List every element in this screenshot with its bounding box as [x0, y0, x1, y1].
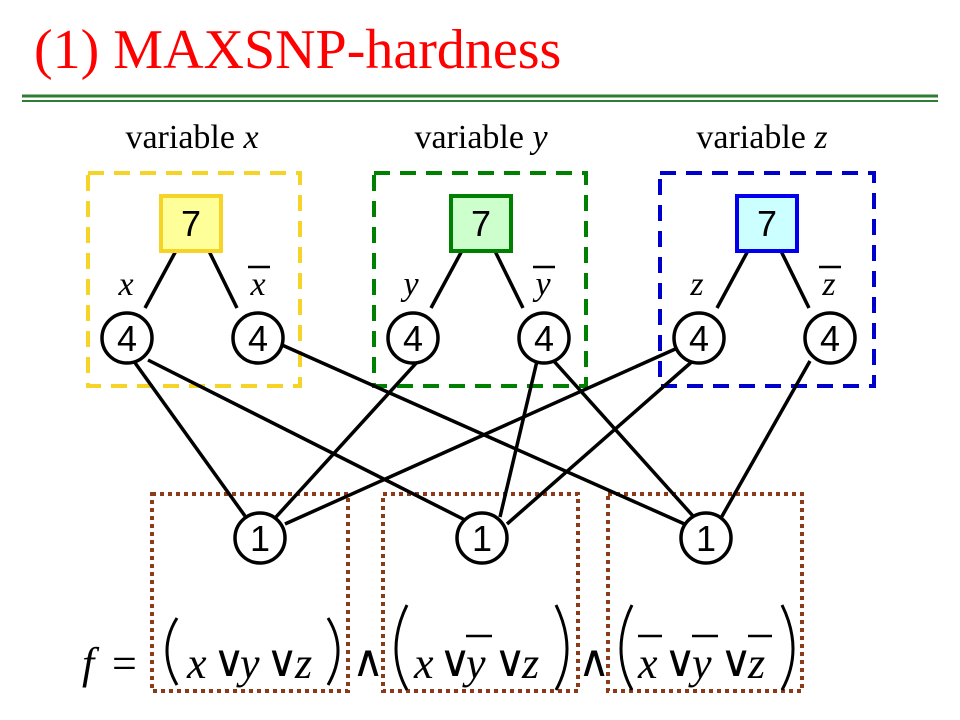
page-title: (1) MAXSNP-hardness [34, 19, 562, 81]
clause-node-3: 1 [679, 511, 733, 565]
root-x-weight: 7 [181, 203, 201, 244]
formula-f: f [82, 639, 100, 688]
formula-and-2: ∧ [578, 637, 610, 686]
edge-x-to-clause1 [131, 358, 247, 518]
clause3-or-1: ∨ [664, 637, 696, 686]
root-node-y: 7 [449, 194, 513, 253]
root-z-weight: 7 [757, 203, 777, 244]
variable-y-header: variable y [414, 119, 548, 156]
clause2-left-paren [394, 604, 409, 691]
formula-and-1: ∧ [352, 637, 384, 686]
formula: f = x ∨ y ∨ z ∧ x ∨ y ∨ z ∧ x ∨ y ∨ z [82, 604, 795, 691]
variable-z-box [658, 171, 876, 388]
literal-noty-label: y [532, 266, 551, 303]
clause-2-box [381, 492, 580, 693]
edge-z-to-clause2 [505, 357, 697, 526]
clause-node-1: 1 [233, 511, 287, 565]
clause1-lit-z: z [294, 639, 312, 688]
clause2-or-2: ∨ [494, 637, 526, 686]
literal-z-label: z [689, 266, 703, 303]
svg-text:4: 4 [689, 318, 709, 359]
svg-text:1: 1 [472, 518, 492, 559]
clause1-or-1: ∨ [213, 637, 245, 686]
edge-root-y-to-y [429, 246, 466, 309]
svg-text:4: 4 [248, 318, 268, 359]
clause-node-2: 1 [455, 511, 509, 565]
svg-text:1: 1 [250, 518, 270, 559]
clause3-or-2: ∨ [720, 637, 752, 686]
edge-root-x-to-x [143, 246, 180, 309]
edge-noty-to-clause3 [550, 357, 695, 518]
literal-notx-label: x [249, 266, 265, 303]
svg-text:4: 4 [117, 318, 137, 359]
clause1-or-2: ∨ [266, 637, 298, 686]
root-node-x: 7 [159, 194, 223, 253]
clause2-or-1: ∨ [439, 637, 471, 686]
variable-x-header: variable x [125, 119, 258, 156]
edge-y-to-clause1 [274, 358, 421, 519]
clause2-lit-x: x [413, 639, 434, 688]
literal-notz-label: z [821, 266, 835, 303]
literal-y-label: y [400, 266, 419, 303]
clause3-right-paren [780, 604, 795, 691]
svg-text:4: 4 [820, 318, 840, 359]
clause1-lit-y: y [236, 639, 260, 688]
edges [131, 246, 812, 528]
literal-node-y: 4 [386, 311, 440, 365]
variable-x-box [86, 171, 302, 388]
clause2-right-paren [554, 604, 569, 691]
clause1-left-paren [165, 617, 179, 686]
clause3-left-paren [619, 604, 634, 691]
edge-root-z-to-z [715, 246, 752, 309]
edge-notx-to-clause3 [281, 343, 690, 528]
literal-node-x: 4 [100, 311, 154, 365]
edge-notz-to-clause3 [719, 360, 812, 519]
edge-root-x-to-notx [205, 246, 239, 309]
svg-text:1: 1 [696, 518, 716, 559]
clause3-lit-noty: y [688, 639, 712, 688]
clause3-lit-notx: x [637, 639, 658, 688]
variable-y-box [372, 171, 588, 388]
edge-root-z-to-notz [777, 246, 811, 309]
clause-1-box [150, 492, 350, 693]
edge-root-y-to-noty [491, 246, 525, 309]
clause-3-box [606, 492, 804, 693]
literal-node-notz: 4 [803, 311, 857, 365]
title-rule [22, 94, 938, 102]
root-node-z: 7 [735, 194, 799, 253]
clause2-lit-noty: y [462, 639, 486, 688]
variable-z-header: variable z [696, 119, 827, 156]
clause3-lit-notz: z [747, 639, 765, 688]
clause1-right-paren [326, 617, 340, 686]
formula-equals: = [112, 639, 137, 688]
clause1-lit-x: x [186, 639, 207, 688]
literal-node-z: 4 [672, 311, 726, 365]
svg-text:4: 4 [403, 318, 423, 359]
clause2-lit-z: z [521, 639, 539, 688]
root-y-weight: 7 [471, 203, 491, 244]
edge-noty-to-clause2 [498, 360, 539, 518]
literal-node-noty: 4 [517, 311, 571, 365]
literal-node-notx: 4 [231, 311, 285, 365]
literal-x-label: x [117, 266, 133, 303]
svg-text:4: 4 [534, 318, 554, 359]
edge-x-to-clause2 [147, 358, 466, 522]
